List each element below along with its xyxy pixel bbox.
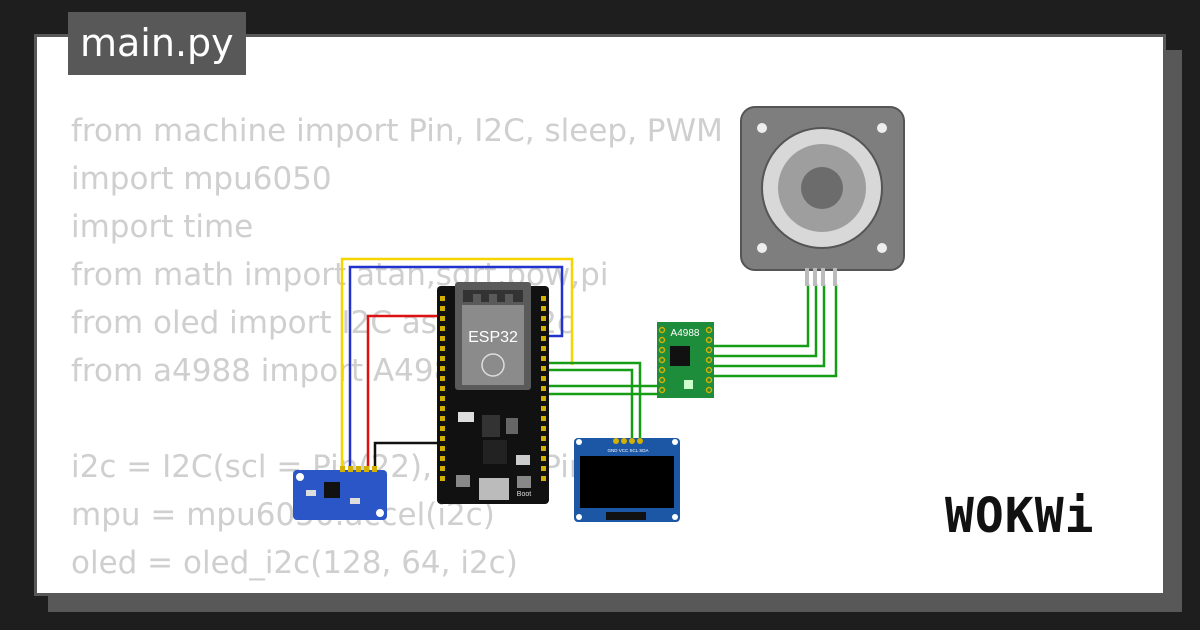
wires (340, 257, 838, 470)
wire-yellow (340, 257, 574, 470)
wire-green-2 (544, 368, 634, 440)
wire-green-5 (714, 284, 810, 348)
a4988-driver[interactable]: A4988 (657, 322, 714, 398)
code-line: from math import atan,sqrt,pow,pi (71, 257, 609, 293)
wire-green-6 (714, 284, 818, 358)
espressif-logo-icon (481, 353, 505, 377)
wire-blue (348, 265, 564, 470)
wire-green-7 (714, 284, 826, 368)
esp32-label: ESP32 (468, 329, 518, 346)
mpu6050-module[interactable] (293, 466, 387, 520)
wire-black (373, 441, 444, 470)
code-preview: from machine import Pin, I2C, sleep, PWM… (71, 107, 723, 587)
code-line: import mpu6050 (71, 161, 332, 197)
esp32-right-pins (541, 296, 546, 481)
code-line: import time (71, 209, 254, 245)
code-line: oled = oled_i2c(128, 64, i2c) (71, 545, 518, 581)
a4988-label: A4988 (671, 328, 700, 339)
wire-red (366, 314, 444, 470)
boot-button-label: Boot (517, 491, 531, 498)
oled-pin-labels: GND VCC SCL SDA (607, 448, 648, 453)
wire-green-1 (544, 361, 642, 440)
stepper-motor[interactable] (740, 106, 905, 286)
esp32-board[interactable]: ESP32 Boot (437, 282, 549, 504)
usb-port (479, 478, 509, 500)
esp32-left-pins (440, 296, 445, 481)
wire-green-8 (714, 284, 838, 378)
oled-display[interactable]: GND VCC SCL SDA (574, 438, 680, 522)
file-tab-main-py[interactable]: main.py (68, 12, 246, 75)
wokwi-logo: WOKWi (945, 488, 1095, 544)
preview-card: from machine import Pin, I2C, sleep, PWM… (34, 34, 1166, 596)
code-line: from machine import Pin, I2C, sleep, PWM (71, 113, 723, 149)
